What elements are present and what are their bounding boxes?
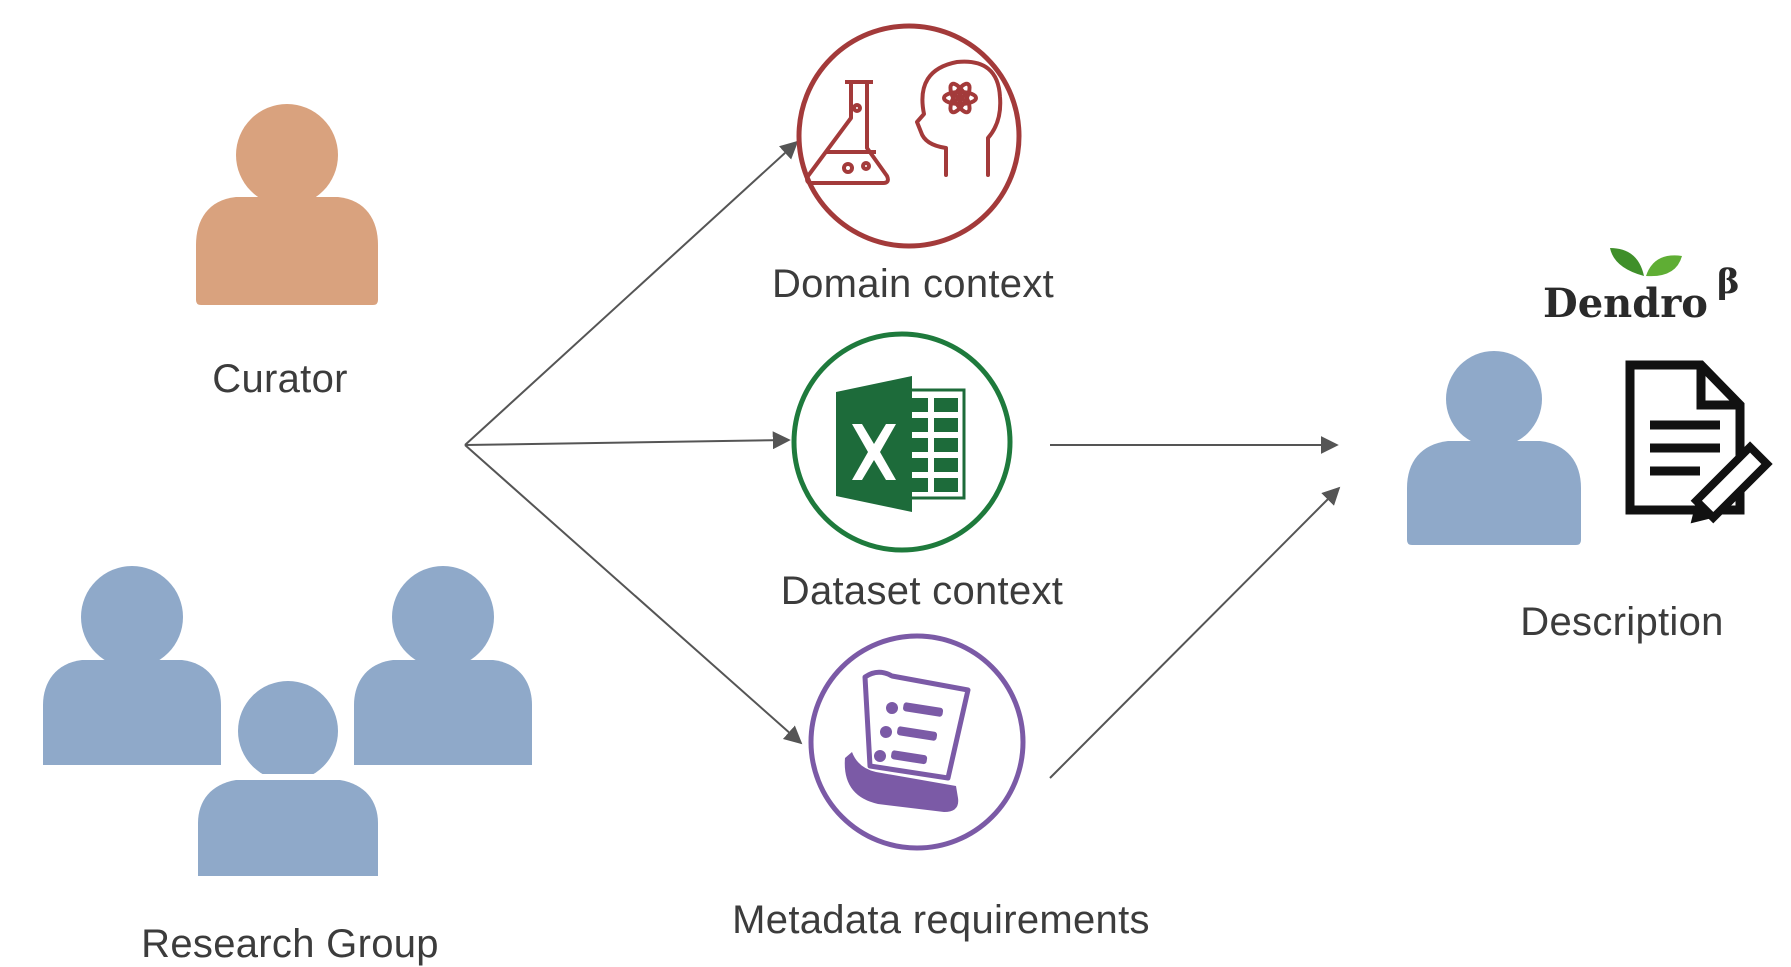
domain-context-node [796, 23, 1022, 249]
spreadsheet-excel-icon [836, 376, 966, 512]
document-list-icon [844, 669, 971, 812]
curator-user-icon [196, 104, 378, 305]
brain-head-icon [915, 59, 1003, 177]
curator-label: Curator [212, 357, 348, 401]
metadata-requirements-node [808, 633, 1026, 851]
domain-context-label: Domain context [771, 262, 1055, 306]
research-group-label: Research Group [141, 922, 439, 966]
leaf-icon [1610, 248, 1682, 277]
document-pen-icon [1625, 360, 1773, 524]
description-user-icon [1407, 351, 1581, 545]
arrow-to-domain [464, 140, 799, 446]
arrow-metadata-to-description [1049, 486, 1341, 779]
brand-name: Dendro [1543, 280, 1708, 327]
dataset-context-label: Dataset context [780, 569, 1064, 613]
users-group-icon [43, 566, 532, 880]
arrow-to-dataset [464, 431, 791, 450]
dataset-context-node [791, 331, 1013, 553]
flask-icon [805, 80, 890, 185]
arrow-to-metadata [464, 444, 803, 745]
description-label: Description [1520, 600, 1724, 644]
metadata-requirements-label: Metadata requirements [732, 898, 1150, 942]
brand-superscript: β [1717, 262, 1740, 302]
arrows [464, 140, 1341, 779]
